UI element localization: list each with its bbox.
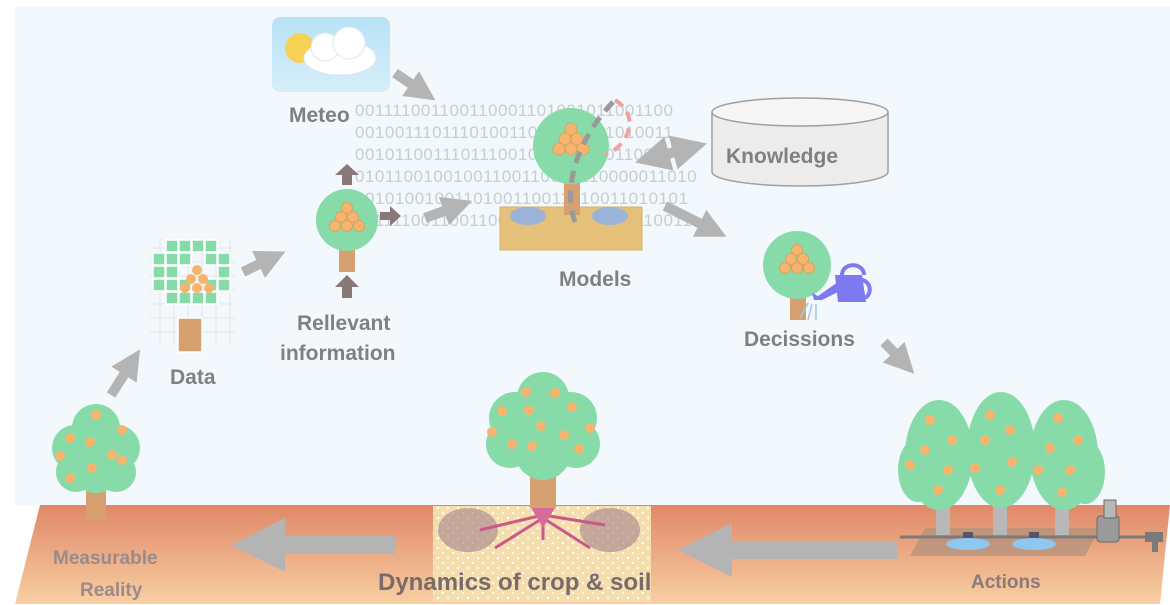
arrow-information-to-models bbox=[423, 197, 473, 226]
decisions-label: Decissions bbox=[744, 328, 855, 351]
relevant-information-label-line2: information bbox=[280, 342, 396, 365]
measurable-reality-tree bbox=[52, 404, 140, 520]
arrow-models-to-decisions bbox=[662, 201, 727, 237]
data-pixel-tree bbox=[150, 238, 235, 353]
models-node bbox=[499, 98, 643, 251]
actions-label: Actions bbox=[971, 572, 1041, 593]
decisions-tree bbox=[763, 231, 831, 320]
dynamics-label: Dynamics of crop & soil bbox=[378, 569, 651, 596]
meteo-icon bbox=[272, 17, 390, 92]
measurable-reality-label-line2: Reality bbox=[80, 580, 143, 601]
arrow-data-to-information bbox=[240, 251, 286, 279]
binary-row: 001011001110111001011001100110011 bbox=[355, 145, 673, 164]
taproot bbox=[530, 506, 556, 528]
flow-arrows bbox=[106, 68, 915, 577]
arrow-meteo-to-models bbox=[392, 68, 436, 101]
crop-tree bbox=[486, 372, 600, 508]
actions-orchard bbox=[898, 392, 1163, 556]
root-zone-water bbox=[438, 508, 640, 552]
right-arrow-icon bbox=[380, 206, 401, 226]
knowledge-database-icon bbox=[711, 97, 889, 187]
up-arrow-icon bbox=[335, 164, 359, 185]
up-arrow-icon bbox=[335, 275, 359, 298]
valve-icon bbox=[1096, 499, 1163, 552]
binary-row: 001111001100110001101001011001100 bbox=[355, 101, 674, 120]
measurable-reality-label-line1: Measurable bbox=[53, 548, 158, 569]
arrow-decisions-to-actions bbox=[880, 338, 915, 374]
binary-row: 01011001001001100110010110000011010 bbox=[355, 167, 698, 186]
arrow-models-knowledge bbox=[635, 135, 707, 171]
watering-can-icon bbox=[799, 263, 872, 321]
relevant-information-tree bbox=[316, 164, 401, 298]
binary-row: 0010100100110100110011010011010101 bbox=[355, 189, 689, 208]
cloud-icon bbox=[303, 26, 377, 76]
models-label: Models bbox=[559, 268, 631, 291]
arrow-reality-to-data bbox=[106, 349, 141, 398]
data-label: Data bbox=[170, 366, 216, 389]
knowledge-label: Knowledge bbox=[726, 145, 838, 168]
meteo-label: Meteo bbox=[289, 104, 350, 127]
relevant-information-label-line1: Rellevant bbox=[297, 312, 390, 335]
